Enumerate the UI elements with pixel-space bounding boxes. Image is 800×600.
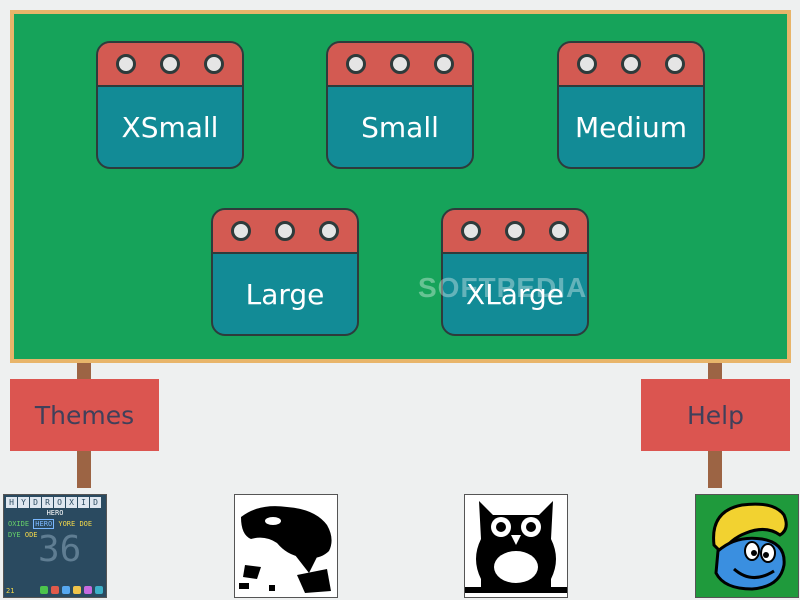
theme-thumbnail-orca[interactable] (234, 494, 338, 598)
owl-picture (465, 495, 567, 597)
size-button-xlarge[interactable]: XLarge (441, 208, 589, 336)
ring-icon (275, 221, 295, 241)
ring-icon (505, 221, 525, 241)
help-button[interactable]: Help (641, 379, 790, 451)
found-words: OXIDE HERO YORE DOE DYE ODE (4, 517, 106, 543)
diamond-icon (62, 586, 70, 594)
plus-icon (40, 586, 48, 594)
theme-thumbnail-hydroxide[interactable]: H Y D R O X I D HERO OXIDE HERO YORE DOE… (3, 494, 107, 598)
theme-thumbnail-owl[interactable] (464, 494, 568, 598)
size-label: Large (245, 277, 325, 311)
ring-icon (346, 54, 366, 74)
key-icon (73, 586, 81, 594)
found-word: OXIDE (8, 520, 30, 528)
themes-label: Themes (34, 400, 135, 430)
current-word: HERO (46, 509, 64, 517)
title-letter: O (54, 497, 65, 508)
minus-icon (51, 586, 59, 594)
title-letter: X (66, 497, 77, 508)
calendar-rings (443, 210, 587, 254)
sign-post (77, 363, 91, 379)
sign-post (708, 450, 722, 488)
ring-icon (434, 54, 454, 74)
calendar-rings (559, 43, 703, 87)
found-word: DYE (8, 531, 21, 539)
title-letter: I (78, 497, 89, 508)
hydroxide-title: H Y D R O X I D (4, 495, 106, 508)
score-text: 21 (6, 587, 15, 595)
found-word: ODE (24, 531, 38, 539)
wand-icon (84, 586, 92, 594)
title-letter: Y (18, 497, 29, 508)
theme-thumbnail-smurf[interactable] (695, 494, 799, 598)
smurf-picture (696, 495, 798, 597)
countdown-number: 36 (38, 529, 82, 570)
ring-icon (390, 54, 410, 74)
toolbar-icons (40, 586, 103, 594)
found-word: HERO (33, 519, 55, 529)
ring-icon (319, 221, 339, 241)
ring-icon (204, 54, 224, 74)
calendar-rings (328, 43, 472, 87)
sign-post (708, 363, 722, 379)
ring-icon (231, 221, 251, 241)
size-button-xsmall[interactable]: XSmall (96, 41, 244, 169)
themes-button[interactable]: Themes (10, 379, 159, 451)
ring-icon (665, 54, 685, 74)
size-button-large[interactable]: Large (211, 208, 359, 336)
title-letter: D (30, 497, 41, 508)
size-label: XLarge (466, 277, 564, 311)
help-label: Help (687, 400, 744, 430)
sign-post (77, 450, 91, 488)
size-label: XSmall (121, 110, 219, 144)
found-word: DOE (79, 520, 93, 528)
orca-picture (235, 495, 337, 597)
ring-icon (160, 54, 180, 74)
ring-icon (577, 54, 597, 74)
title-letter: D (90, 497, 101, 508)
title-letter: R (42, 497, 53, 508)
calendar-rings (213, 210, 357, 254)
found-word: YORE (58, 520, 76, 528)
ring-icon (621, 54, 641, 74)
size-button-small[interactable]: Small (326, 41, 474, 169)
title-letter: H (6, 497, 17, 508)
size-label: Medium (575, 110, 687, 144)
calendar-rings (98, 43, 242, 87)
size-button-medium[interactable]: Medium (557, 41, 705, 169)
globe-icon (95, 586, 103, 594)
ring-icon (116, 54, 136, 74)
ring-icon (461, 221, 481, 241)
size-label: Small (361, 110, 439, 144)
ring-icon (549, 221, 569, 241)
